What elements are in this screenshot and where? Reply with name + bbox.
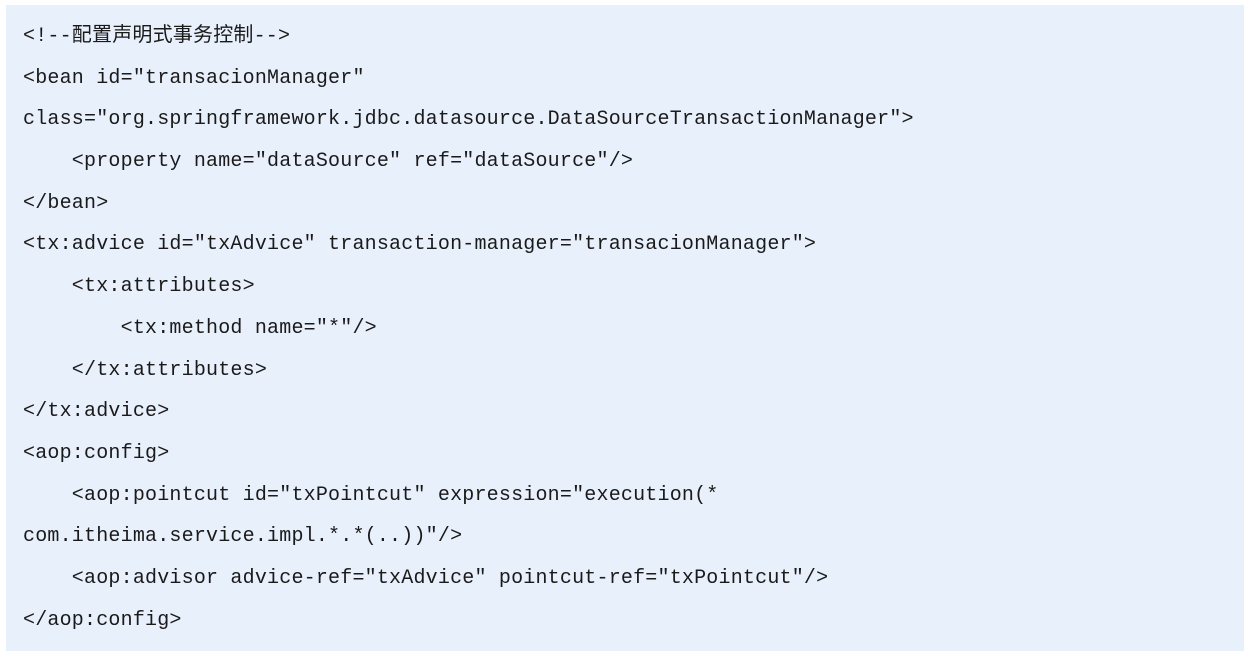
- code-line-advice-close: </tx:advice>: [23, 400, 170, 424]
- code-line-attributes-open: <tx:attributes>: [23, 275, 255, 299]
- code-line-bean-open: <bean id="transacionManager": [23, 66, 365, 90]
- code-line-pointcut-cont: com.itheima.service.impl.*.*(..))"/>: [23, 525, 463, 549]
- code-line-pointcut: <aop:pointcut id="txPointcut" expression…: [23, 483, 719, 507]
- code-line-property: <property name="dataSource" ref="dataSou…: [23, 150, 634, 174]
- code-line-comment: <!--配置声明式事务控制-->: [23, 25, 291, 48]
- code-line-bean-close: </bean>: [23, 191, 109, 215]
- code-line-bean-class: class="org.springframework.jdbc.datasour…: [23, 108, 914, 132]
- code-line-method: <tx:method name="*"/>: [23, 316, 377, 340]
- code-line-advice-open: <tx:advice id="txAdvice" transaction-man…: [23, 233, 817, 257]
- code-line-attributes-close: </tx:attributes>: [23, 358, 268, 382]
- code-line-advisor: <aop:advisor advice-ref="txAdvice" point…: [23, 566, 829, 590]
- code-line-config-open: <aop:config>: [23, 441, 170, 465]
- code-block: <!--配置声明式事务控制--> <bean id="transacionMan…: [6, 5, 1244, 651]
- code-line-config-close: </aop:config>: [23, 608, 182, 632]
